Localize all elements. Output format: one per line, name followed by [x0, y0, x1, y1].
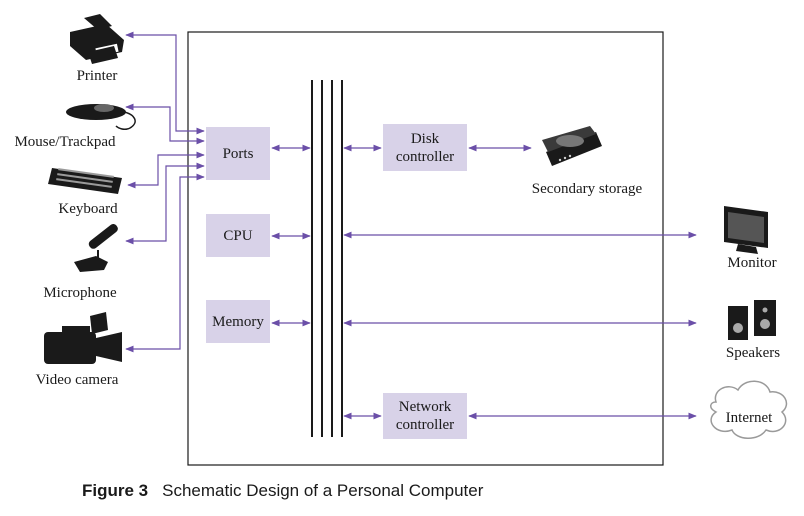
cpu-label: CPU: [223, 227, 253, 244]
video-camera-label: Video camera: [35, 372, 119, 388]
secondary-storage-label: Secondary storage: [531, 181, 643, 197]
mouse-label: Mouse/Trackpad: [14, 134, 116, 150]
memory-box: Memory: [206, 300, 270, 343]
video-camera-icon: [44, 312, 122, 364]
monitor-icon: [724, 206, 768, 254]
mouse-icon: [66, 104, 136, 130]
internet-label: Internet: [725, 410, 773, 426]
ports-box: Ports: [206, 127, 270, 180]
disk-controller-label-line2: controller: [395, 148, 455, 165]
disk-drive-icon: [542, 126, 602, 166]
keyboard-label: Keyboard: [58, 201, 118, 217]
monitor-label: Monitor: [727, 255, 777, 271]
internet-cloud-icon: [710, 380, 788, 439]
figure-title: Schematic Design of a Personal Computer: [162, 481, 484, 500]
network-controller-box: Network controller: [383, 393, 467, 439]
cpu-box: CPU: [206, 214, 270, 257]
microphone-label: Microphone: [43, 285, 117, 301]
disk-controller-box: Disk controller: [383, 124, 467, 171]
microphone-icon: [74, 223, 118, 272]
speakers-icon: [728, 300, 776, 340]
system-bus: [311, 80, 343, 437]
keyboard-icon: [48, 168, 122, 194]
network-controller-label-line1: Network: [398, 399, 452, 415]
connection-arrows: [125, 31, 697, 420]
ports-label: Ports: [222, 145, 254, 162]
disk-controller-label-line1: Disk: [410, 130, 440, 147]
memory-label: Memory: [212, 313, 264, 330]
printer-label: Printer: [76, 68, 118, 84]
speakers-label: Speakers: [725, 345, 781, 361]
printer-icon: [70, 14, 124, 64]
figure-number: Figure 3: [82, 481, 149, 500]
network-controller-label-line2: controller: [395, 417, 455, 433]
figure-caption: Figure 3 Schematic Design of a Personal C…: [82, 481, 483, 501]
